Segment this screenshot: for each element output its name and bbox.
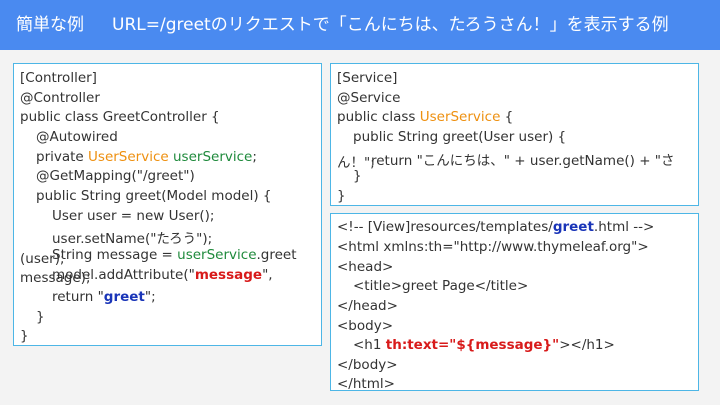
code-line: <html xmlns:th="http://www.thymeleaf.org… <box>337 239 649 255</box>
code-wrap: ん！"; <box>337 155 375 171</box>
field-token: userService <box>177 247 257 263</box>
code-line: model.addAttribute("message", <box>52 267 273 283</box>
code-wrap: (user); <box>20 251 65 267</box>
attr-token: th:text="${message}" <box>385 337 560 353</box>
code-line: <title>greet Page</title> <box>353 278 529 294</box>
code-line: String message = userService.greet <box>52 247 297 263</box>
class-token: UserService <box>88 149 169 165</box>
code-token: ></h1> <box>559 337 615 353</box>
code-token: return " <box>52 289 104 305</box>
code-token: .html --> <box>593 219 655 235</box>
code-token: { <box>500 109 514 125</box>
code-line: @Controller <box>20 90 100 106</box>
code-line: @GetMapping("/greet") <box>36 168 195 184</box>
code-line: public String greet(Model model) { <box>36 188 272 204</box>
code-line: <h1 th:text="${message}"></h1> <box>353 337 615 353</box>
controller-code-box: [Controller] @Controller public class Gr… <box>13 63 322 346</box>
code-line: public class GreetController { <box>20 109 220 125</box>
code-token: public class <box>337 109 420 125</box>
code-line: <!-- [View]resources/templates/greet.htm… <box>337 219 654 235</box>
slide-title-prefix: 簡単な例 <box>16 15 84 35</box>
service-code-box: [Service] @Service public class UserServ… <box>330 63 699 206</box>
code-token: "; <box>144 289 156 305</box>
slide-header: 簡単な例 URL=/greetのリクエストで「こんにちは、たろうさん！」を表示す… <box>0 0 720 50</box>
slide-title: URL=/greetのリクエストで「こんにちは、たろうさん！」を表示する例 <box>112 15 669 35</box>
code-line: } <box>337 188 346 204</box>
code-token: model.addAttribute(" <box>52 267 195 283</box>
code-token: <!-- [View]resources/templates/ <box>337 219 553 235</box>
code-line: } <box>36 309 45 325</box>
code-line: public class UserService { <box>337 109 513 125</box>
code-line: </html> <box>337 376 395 391</box>
code-token: private <box>36 149 89 165</box>
view-code-box: <!-- [View]resources/templates/greet.htm… <box>330 213 699 391</box>
code-line: } <box>353 168 362 184</box>
class-token: UserService <box>419 109 501 125</box>
code-line: User user = new User(); <box>52 208 215 224</box>
string-token: greet <box>103 289 145 305</box>
code-token: String message = <box>52 247 178 263</box>
file-token: greet <box>552 219 594 235</box>
code-line: [Service] <box>337 70 398 86</box>
code-line: </body> <box>337 357 398 373</box>
code-token: ; <box>252 149 257 165</box>
string-token: message <box>194 267 263 283</box>
code-token: ", <box>262 267 273 283</box>
code-wrap: message); <box>20 270 91 286</box>
code-line: @Service <box>337 90 401 106</box>
code-line: private UserService userService; <box>36 149 257 165</box>
code-token: .greet <box>256 247 297 263</box>
code-line: </head> <box>337 298 398 314</box>
code-line: return "greet"; <box>52 289 156 305</box>
code-line: user.setName("たろう"); <box>52 231 213 247</box>
code-line: <body> <box>337 318 394 334</box>
code-line: public String greet(User user) { <box>353 129 567 145</box>
code-line: <head> <box>337 259 394 275</box>
field-token: userService <box>173 149 253 165</box>
code-line: [Controller] <box>20 70 97 86</box>
code-line: @Autowired <box>36 129 118 145</box>
code-line: return "こんにちは、" + user.getName() + "さ <box>371 153 675 169</box>
code-token: <h1 <box>353 337 386 353</box>
code-line: } <box>20 328 29 344</box>
